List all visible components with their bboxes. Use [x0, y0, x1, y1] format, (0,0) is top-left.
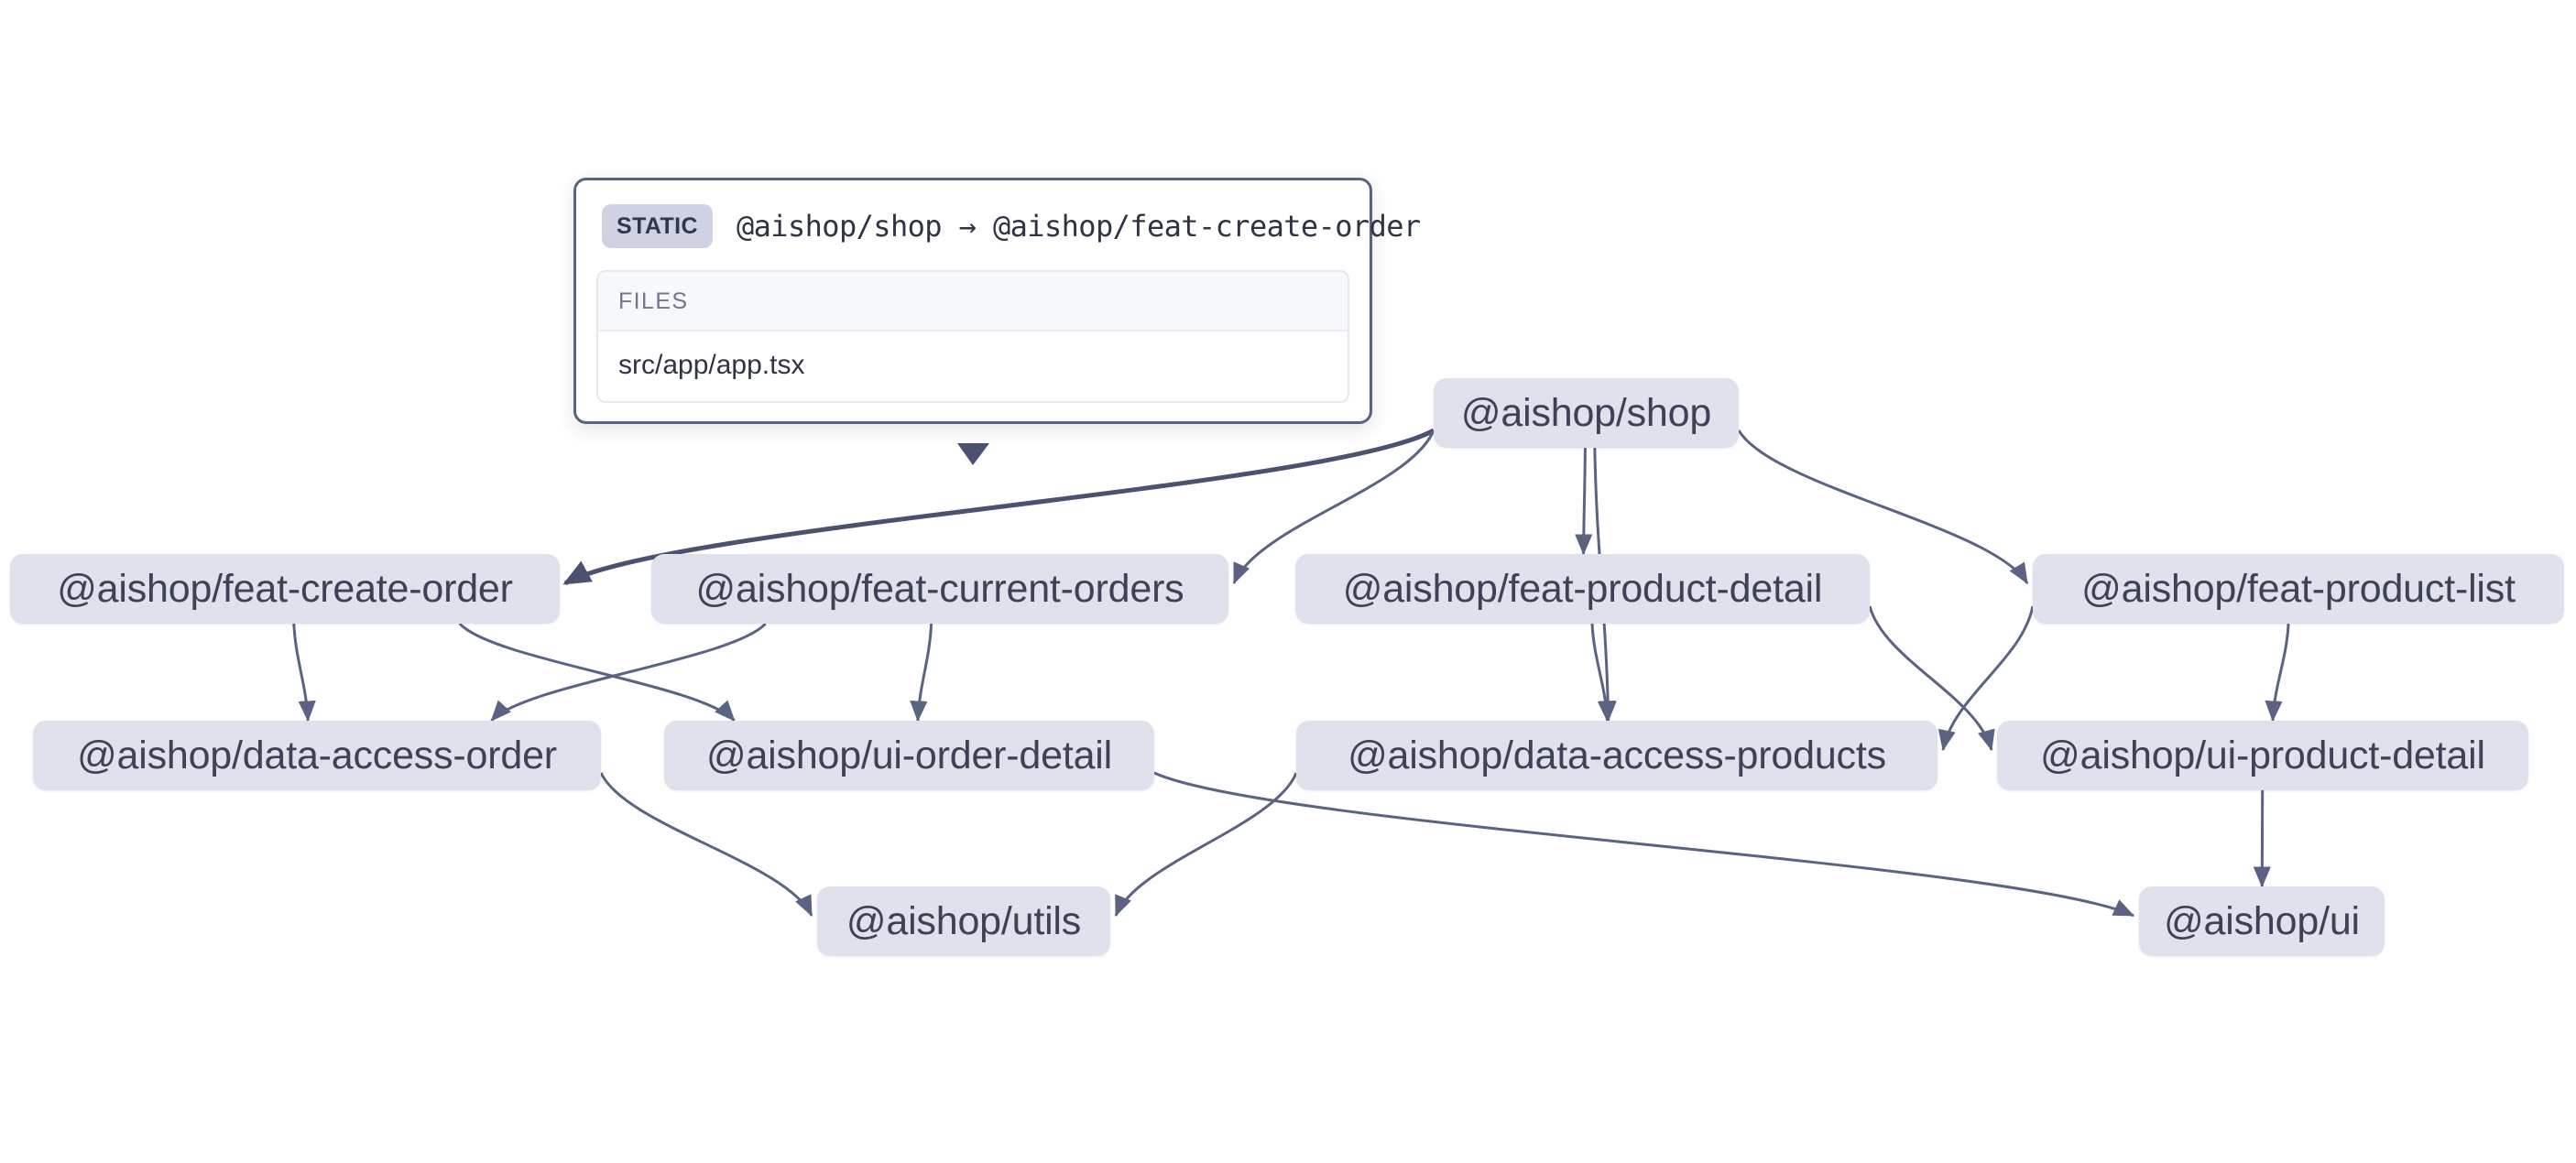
graph-edge-feat-current-orders-to-ui-order-detail[interactable]: [910, 623, 933, 723]
graph-edge-data-access-products-to-utils[interactable]: [1114, 772, 1298, 918]
graph-node-ui[interactable]: @aishop/ui: [2139, 886, 2385, 956]
tooltip-header: STATIC @aishop/shop → @aishop/feat-creat…: [596, 201, 1421, 248]
graph-node-label: @aishop/ui-product-detail: [2040, 733, 2485, 777]
graph-node-feat-product-list[interactable]: @aishop/feat-product-list: [2033, 554, 2564, 624]
graph-node-ui-order-detail[interactable]: @aishop/ui-order-detail: [664, 721, 1154, 790]
graph-edge-feat-current-orders-to-data-access-order[interactable]: [490, 622, 767, 723]
graph-node-label: @aishop/data-access-products: [1348, 733, 1886, 777]
graph-node-shop[interactable]: @aishop/shop: [1434, 378, 1739, 448]
graph-edge-shop-to-feat-product-detail[interactable]: [1575, 447, 1593, 556]
graph-node-feat-current-orders[interactable]: @aishop/feat-current-orders: [651, 554, 1228, 624]
graph-node-label: @aishop/feat-create-order: [57, 566, 513, 611]
graph-edge-feat-product-list-to-ui-product-detail[interactable]: [2265, 623, 2290, 723]
graph-node-data-access-products[interactable]: @aishop/data-access-products: [1296, 721, 1937, 790]
edge-details-tooltip: STATIC @aishop/shop → @aishop/feat-creat…: [573, 178, 1421, 424]
graph-node-label: @aishop/feat-current-orders: [695, 566, 1184, 611]
graph-node-label: @aishop/ui: [2164, 898, 2360, 943]
graph-node-feat-create-order[interactable]: @aishop/feat-create-order: [10, 554, 560, 624]
static-badge: STATIC: [602, 204, 713, 248]
graph-edge-feat-create-order-to-ui-order-detail[interactable]: [458, 622, 736, 723]
graph-edge-ui-order-detail-to-ui[interactable]: [1153, 771, 2135, 918]
graph-node-utils[interactable]: @aishop/utils: [817, 886, 1110, 956]
file-row[interactable]: src/app/app.tsx: [598, 332, 1348, 401]
graph-node-label: @aishop/feat-product-list: [2081, 566, 2516, 611]
graph-node-label: @aishop/data-access-order: [77, 733, 557, 777]
files-header-label: FILES: [598, 272, 1348, 332]
files-list: src/app/app.tsx: [598, 332, 1348, 401]
graph-node-feat-product-detail[interactable]: @aishop/feat-product-detail: [1295, 554, 1870, 624]
edge-title: @aishop/shop → @aishop/feat-create-order: [736, 209, 1421, 244]
graph-node-ui-product-detail[interactable]: @aishop/ui-product-detail: [1997, 721, 2528, 790]
graph-node-label: @aishop/ui-order-detail: [706, 733, 1112, 777]
graph-edge-feat-create-order-to-data-access-order[interactable]: [292, 623, 316, 723]
files-panel: FILES src/app/app.tsx: [596, 270, 1349, 403]
graph-node-label: @aishop/feat-product-detail: [1342, 566, 1823, 611]
graph-node-data-access-order[interactable]: @aishop/data-access-order: [33, 721, 601, 790]
graph-edge-data-access-order-to-utils[interactable]: [599, 772, 813, 918]
graph-node-label: @aishop/shop: [1460, 390, 1712, 435]
graph-node-label: @aishop/utils: [846, 898, 1082, 943]
graph-edge-feat-product-detail-to-data-access-products[interactable]: [1590, 623, 1616, 723]
highlighted-edge-arrowhead: [957, 443, 989, 465]
